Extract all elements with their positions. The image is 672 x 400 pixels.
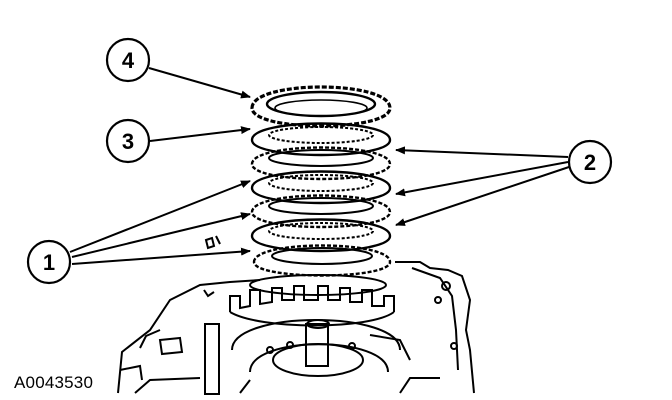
case-detail-marks bbox=[204, 235, 221, 250]
callout-1: 1 bbox=[26, 239, 72, 285]
callout-4: 4 bbox=[105, 37, 151, 83]
transmission-case bbox=[117, 261, 475, 395]
callout-2-label: 2 bbox=[584, 150, 596, 175]
callout-3-label: 3 bbox=[122, 129, 134, 154]
figure-id-label: A0043530 bbox=[14, 373, 94, 392]
clutch-plate-stack bbox=[250, 85, 392, 277]
callout-3: 3 bbox=[105, 118, 151, 164]
callout-4-label: 4 bbox=[122, 48, 135, 73]
callout-1-label: 1 bbox=[43, 250, 55, 275]
leader-lines bbox=[69, 67, 570, 265]
callout-2: 2 bbox=[567, 139, 613, 185]
